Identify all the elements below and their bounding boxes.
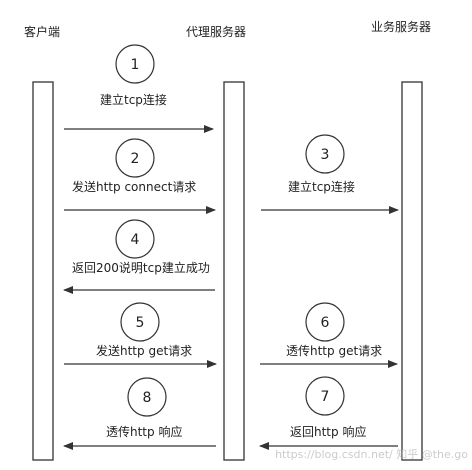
watermark: https://blog.csdn.net/ 知乎 @the.go [275,447,468,461]
step-7-label: 返回http 响应 [290,424,366,439]
step-8-label: 透传http 响应 [106,424,182,439]
step-5-number: 5 [136,315,145,331]
participant-client-label: 客户端 [24,24,60,39]
step-7-number: 7 [321,389,330,405]
step-8-circle [127,377,167,417]
step-5-circle [120,302,160,342]
step-5-label: 发送http get请求 [96,343,192,358]
step-7-circle [305,376,345,416]
step-1-circle [115,44,155,84]
step-2-label: 发送http connect请求 [72,179,196,194]
step-6-label: 透传http get请求 [286,343,382,358]
step-4-circle [115,219,155,259]
step-1-number: 1 [131,57,140,73]
step-2-circle [115,138,155,178]
participant-proxy-label: 代理服务器 [186,24,246,39]
step-4-number: 4 [131,232,140,248]
step-4-label: 返回200说明tcp建立成功 [72,260,210,275]
step-3-label: 建立tcp连接 [288,179,355,194]
step-2-number: 2 [131,151,140,167]
proxy-lifeline [223,81,245,461]
participant-server-label: 业务服务器 [371,19,431,34]
step-6-number: 6 [321,315,330,331]
step-6-circle [305,302,345,342]
step-3-number: 3 [321,147,330,163]
step-8-number: 8 [143,390,152,406]
server-lifeline [401,81,423,461]
client-lifeline [32,81,54,461]
step-1-label: 建立tcp连接 [100,92,167,107]
step-3-circle [305,134,345,174]
